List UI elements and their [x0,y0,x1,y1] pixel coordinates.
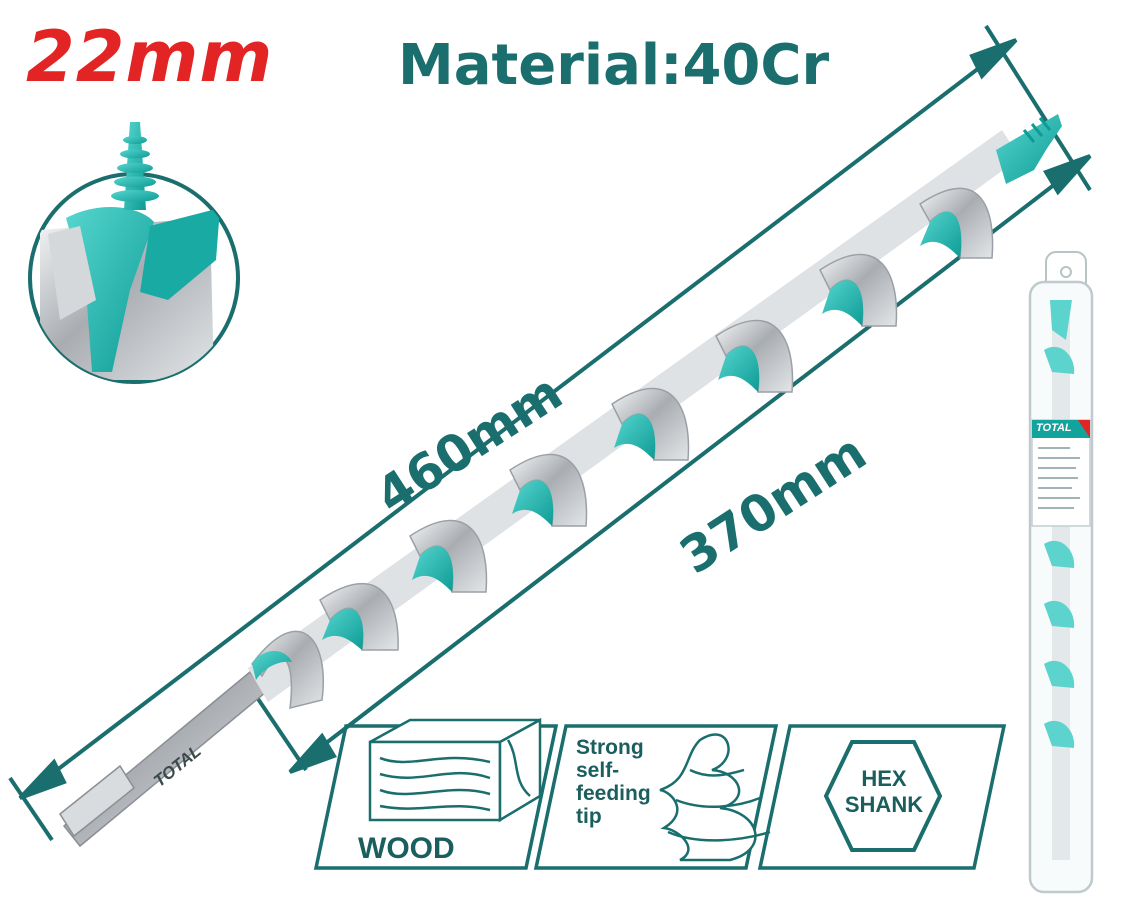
dimension-line-370 [250,154,1092,774]
packaging-tube [1028,251,1094,894]
screw-tip-icon [659,733,771,862]
feature-wood-label: WOOD [358,832,455,865]
wood-block-icon [368,717,542,823]
package-brand: TOTAL [1036,422,1072,434]
material-label: Material:40Cr [398,33,830,98]
feature-self-feeding-text: Strong self-feeding tip [576,736,651,828]
auger-drill-bit [59,114,1062,848]
feature-self-feeding-label: Strong self-feeding tip [576,736,676,828]
dimension-line-460 [8,24,1092,842]
bit-size: 22mm [26,16,274,98]
hexagon-icon [823,740,943,852]
tip-closeup [28,122,240,384]
feature-hex-shank-label: HEX SHANK [844,766,924,817]
